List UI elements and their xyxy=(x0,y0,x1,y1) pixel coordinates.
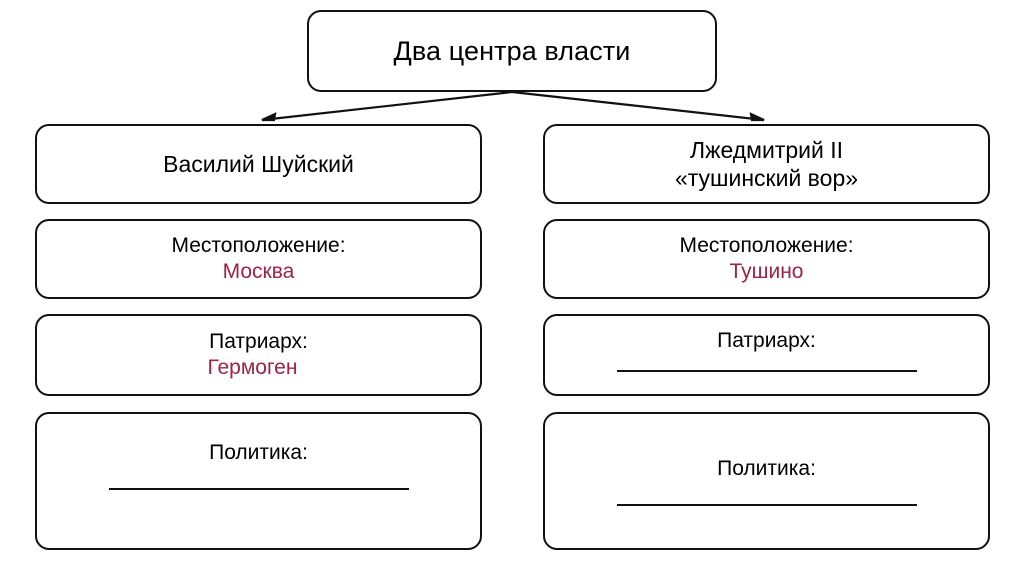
right-location-node: Местоположение: Тушино xyxy=(543,219,990,299)
right-patriarch-label: Патриарх: xyxy=(717,329,816,352)
root-label: Два центра власти xyxy=(393,35,631,66)
left-policy-label: Политика: xyxy=(209,441,308,464)
root-node: Два центра власти xyxy=(307,10,717,92)
right-patriarch-blank-rule[interactable] xyxy=(616,369,917,372)
left-policy-blank-rule[interactable] xyxy=(108,487,409,490)
right-policy-blank-rule[interactable] xyxy=(616,503,917,506)
left-ruler-node: Василий Шуйский xyxy=(35,124,482,204)
right-policy-label: Политика: xyxy=(717,457,816,480)
left-patriarch-node: Патриарх: Гермоген xyxy=(35,314,482,396)
right-location-value: Тушино xyxy=(729,260,804,283)
right-location-label: Местоположение: xyxy=(679,234,854,258)
right-ruler-node: Лжедмитрий II «тушинский вор» xyxy=(543,124,990,204)
right-policy-node: Политика: xyxy=(543,412,990,550)
right-ruler-name: Лжедмитрий II xyxy=(689,136,844,163)
left-ruler-name: Василий Шуйский xyxy=(163,150,354,177)
left-location-value: Москва xyxy=(222,260,295,283)
left-location-node: Местоположение: Москва xyxy=(35,219,482,299)
left-location-label: Местоположение: xyxy=(171,234,346,258)
right-ruler-nickname: «тушинский вор» xyxy=(674,165,859,191)
arrowhead-left xyxy=(261,112,277,122)
left-patriarch-value: Гермоген xyxy=(207,356,298,379)
arrowhead-right xyxy=(749,112,765,122)
connector-right xyxy=(511,90,765,122)
connector-left xyxy=(261,90,513,122)
right-patriarch-node: Патриарх: xyxy=(543,314,990,396)
left-patriarch-label: Патриарх: xyxy=(209,330,308,354)
left-policy-node: Политика: xyxy=(35,412,482,550)
